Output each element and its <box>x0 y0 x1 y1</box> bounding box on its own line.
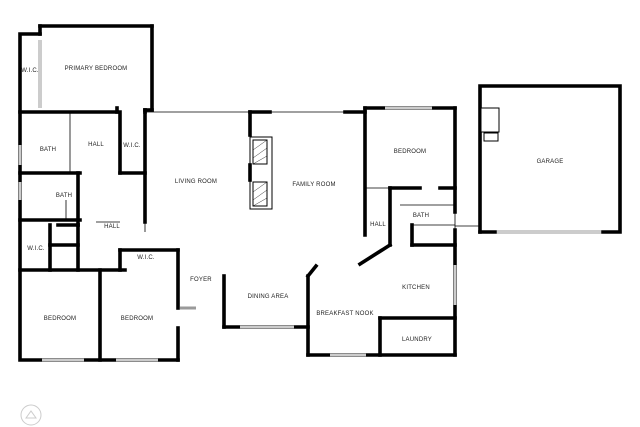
room-label-bath-2: BATH <box>56 193 72 199</box>
room-label-bedroom-left: BEDROOM <box>44 316 76 322</box>
room-label-hall-1: HALL <box>88 142 104 148</box>
room-label-breakfast-nook: BREAKFAST NOOK <box>316 311 373 317</box>
room-label-foyer: FOYER <box>190 277 212 283</box>
room-labels: PRIMARY BEDROOM W.I.C. BATH HALL W.I.C. … <box>21 66 563 343</box>
room-label-family-room: FAMILY ROOM <box>292 182 335 188</box>
right-walls <box>357 186 457 357</box>
room-label-wic-left: W.I.C. <box>27 246 45 252</box>
camera-logo <box>20 404 42 426</box>
room-label-bath-3: BATH <box>413 213 429 219</box>
room-label-garage: GARAGE <box>537 159 564 165</box>
room-label-wic-mid: W.I.C. <box>137 255 155 261</box>
room-label-laundry: LAUNDRY <box>402 337 432 343</box>
room-label-wic-primary: W.I.C. <box>21 68 39 74</box>
room-label-living-room: LIVING ROOM <box>175 179 217 185</box>
room-label-primary-bedroom: PRIMARY BEDROOM <box>65 66 128 72</box>
room-label-kitchen: KITCHEN <box>402 285 430 291</box>
room-label-hall-3: HALL <box>370 222 386 228</box>
middle-walls <box>143 106 457 357</box>
left-wing-walls <box>18 24 180 362</box>
left-wing-windows <box>18 40 196 362</box>
middle-windows <box>240 106 457 357</box>
room-label-wic-hall: W.I.C. <box>123 143 141 149</box>
room-label-dining-area: DINING AREA <box>248 294 289 300</box>
garage-walls <box>455 84 622 234</box>
room-label-bath-1: BATH <box>40 147 56 153</box>
room-label-bedroom-right: BEDROOM <box>394 149 426 155</box>
fireplace <box>248 136 273 210</box>
room-label-hall-2: HALL <box>104 224 120 230</box>
room-label-bedroom-mid: BEDROOM <box>121 316 153 322</box>
